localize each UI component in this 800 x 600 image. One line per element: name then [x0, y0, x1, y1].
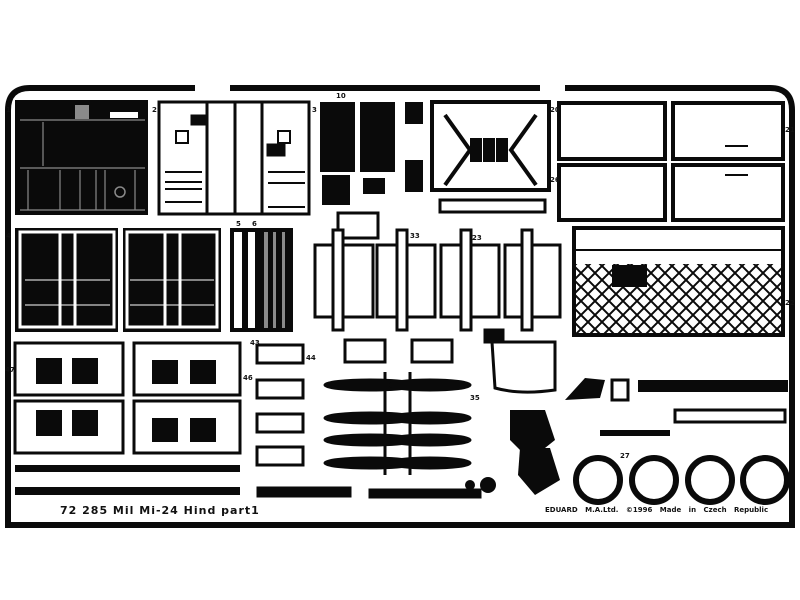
antenna-parts [323, 372, 472, 475]
part-1-panel [15, 100, 148, 215]
part-27-discs [573, 455, 790, 505]
svg-text:5: 5 [236, 220, 241, 228]
part-10-boxes [320, 102, 423, 240]
part-5-6-strips [230, 228, 293, 332]
svg-text:1: 1 [6, 106, 11, 114]
fret-frame [5, 85, 795, 528]
part-4-panels [15, 228, 221, 332]
svg-text:47: 47 [5, 366, 15, 374]
part-35-shield [483, 328, 557, 394]
svg-text:46: 46 [243, 374, 253, 382]
part-22-mesh [572, 226, 785, 337]
svg-text:44: 44 [306, 354, 316, 362]
part-20-21-panels [557, 101, 785, 222]
svg-text:22: 22 [785, 299, 795, 307]
part-26-frame [430, 100, 551, 214]
svg-text:20: 20 [550, 106, 560, 114]
part-46-47-panels [13, 341, 242, 495]
misc-small-parts [465, 378, 788, 495]
svg-text:10: 10 [336, 92, 346, 100]
part-43-44-brackets [255, 343, 482, 499]
part-number-labels: 1 2 3 4 5 6 10 20 21 22 23 26 27 33 35 4… [5, 92, 795, 460]
svg-text:3: 3 [312, 106, 317, 114]
svg-text:43: 43 [250, 339, 260, 347]
svg-text:27: 27 [620, 452, 630, 460]
part-2-3-panels [157, 100, 311, 216]
svg-text:26: 26 [550, 176, 560, 184]
maker-copyright-line: EDUARD M.A.Ltd. ©1996 Made in Czech Repu… [545, 506, 769, 514]
fret-caption: 72 285 Mil Mi-24 Hind part1 [60, 504, 260, 517]
svg-text:4: 4 [6, 232, 11, 240]
svg-text:23: 23 [472, 234, 482, 242]
part-23-33-panels [313, 228, 562, 364]
svg-text:2: 2 [152, 106, 157, 114]
svg-text:33: 33 [410, 232, 420, 240]
svg-text:21: 21 [785, 126, 795, 134]
svg-text:35: 35 [470, 394, 480, 402]
svg-text:6: 6 [252, 220, 257, 228]
